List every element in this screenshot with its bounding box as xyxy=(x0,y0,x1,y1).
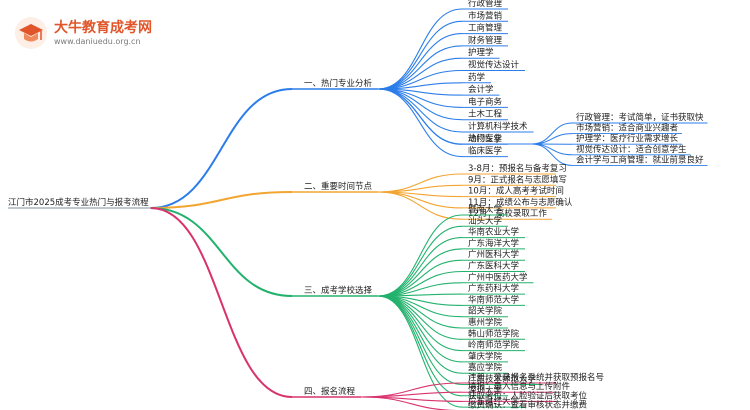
leaf-item: 3-8月：预报名与备考复习 xyxy=(468,163,567,174)
leaf-connector xyxy=(377,8,463,90)
leaf-item: 华南农业大学 xyxy=(468,227,520,238)
leaf-item: 缴费确认：查看审核状态并缴费 xyxy=(468,400,588,410)
leaf-connector xyxy=(377,237,463,297)
leaf-connector xyxy=(377,259,463,297)
leaf-item: 计算机科学技术 xyxy=(468,121,528,132)
branch-connector xyxy=(150,207,293,297)
branch-topic: 三、成考学校选择 xyxy=(304,285,373,296)
branch-topic: 一、热门专业分析 xyxy=(304,78,373,89)
leaf-item: 会计学 xyxy=(468,84,494,95)
leaf-item: 肇庆学院 xyxy=(468,351,503,362)
leaf-connector xyxy=(377,57,463,90)
logo-url: www.daniuedu.org.cn xyxy=(54,37,141,46)
subleaf-item: 视觉传达设计：适合创意学生 xyxy=(576,144,687,155)
leaf-connector xyxy=(377,20,463,90)
subleaf-connector xyxy=(531,122,573,145)
leaf-item: 市场营销 xyxy=(468,10,503,21)
leaf-connector xyxy=(377,191,463,220)
leaf-item: 12月：高校录取工作 xyxy=(468,208,547,219)
logo-name: 大牛教育成考网 xyxy=(54,20,152,36)
leaf-item: 热门专业 xyxy=(468,133,502,144)
leaf-item: 岭南师范学院 xyxy=(468,340,520,351)
leaf-item: 填报：录入信息与上传附件 xyxy=(468,381,571,392)
graduation-cap-icon xyxy=(15,17,47,49)
leaf-item: 药学 xyxy=(468,72,486,83)
leaf-item: 临床医学 xyxy=(468,146,503,157)
leaf-item: 深圳大学 xyxy=(468,385,503,396)
leaf-connector xyxy=(377,295,463,340)
leaf-item: 暨南大学 xyxy=(468,204,503,215)
leaf-connector xyxy=(377,295,463,408)
leaf-item: 视觉传达设计 xyxy=(468,60,520,71)
leaf-item: 广东海洋大学 xyxy=(468,238,520,249)
leaf-connector xyxy=(377,225,463,297)
leaf-item: 广东医科大学 xyxy=(468,261,520,272)
leaf-connector xyxy=(377,295,463,352)
leaf-item: 9月：正式报名与志愿填写 xyxy=(468,174,567,185)
subleaf-item: 护理学：医疗行业需求增长 xyxy=(576,133,679,144)
site-logo: 大牛教育成考网 www.daniuedu.org.cn xyxy=(14,14,234,54)
leaf-item: 10月：成人高考考试时间 xyxy=(468,186,564,197)
leaf-item: 护理学 xyxy=(468,47,494,58)
leaf-connector xyxy=(377,88,463,133)
subleaf-item: 市场营销：适合商业兴趣者 xyxy=(576,123,679,134)
leaf-item: 财务管理 xyxy=(468,35,503,46)
leaf-connector xyxy=(377,88,463,158)
leaf-item: 获取考位：人脸验证后获取考位 xyxy=(468,390,588,401)
leaf-item: 华南师范大学 xyxy=(468,294,520,305)
leaf-item: 11月：成绩公布与志愿确认 xyxy=(468,197,573,208)
leaf-connector xyxy=(360,396,460,410)
leaf-item: 工商管理 xyxy=(468,23,503,34)
subleaf-item: 行政管理：考试简单，证书获取快 xyxy=(576,112,704,123)
leaf-connector xyxy=(377,295,463,374)
subleaf-connector xyxy=(531,143,573,166)
leaf-connector xyxy=(377,88,463,145)
leaf-connector xyxy=(377,33,463,90)
leaf-item: 韩山师范学院 xyxy=(468,328,520,339)
branch-topic: 四、报名流程 xyxy=(304,386,356,397)
leaf-connector xyxy=(377,214,463,297)
leaf-item: 广东药科大学 xyxy=(468,283,520,294)
branch-connector xyxy=(150,191,293,209)
leaf-item: 注册：登录报名系统并获取预报名号 xyxy=(468,372,604,383)
leaf-item: 土木工程 xyxy=(468,109,503,120)
branch-topic: 二、重要时间节点 xyxy=(304,181,373,192)
leaf-item: 行政管理 xyxy=(468,0,503,9)
leaf-item: 嘉应学院 xyxy=(468,362,503,373)
leaf-item: 动物医学 xyxy=(468,133,503,144)
leaf-item: 惠州学院 xyxy=(468,317,503,328)
leaf-item: 广州中医药大学 xyxy=(468,272,528,283)
branch-connector xyxy=(150,207,293,398)
subleaf-connector xyxy=(531,143,573,156)
leaf-connector xyxy=(377,173,463,193)
leaf-connector xyxy=(377,45,463,90)
subleaf-item: 会计学与工商管理：就业前景良好 xyxy=(576,154,704,165)
leaf-item: 韶关学院 xyxy=(468,306,503,317)
leaf-item: 广州医科大学 xyxy=(468,249,520,260)
leaf-item: 汕头大学 xyxy=(468,215,503,226)
root-topic: 江门市2025成考专业热门与报考流程 xyxy=(8,197,149,208)
branch-connector xyxy=(150,88,293,209)
leaf-connector xyxy=(360,391,463,398)
leaf-item: 广东技术师范大学 xyxy=(468,374,537,385)
subleaf-connector xyxy=(531,133,573,145)
leaf-connector xyxy=(377,88,463,121)
leaf-item: 电子商务 xyxy=(468,96,503,107)
leaf-connector xyxy=(377,295,463,386)
